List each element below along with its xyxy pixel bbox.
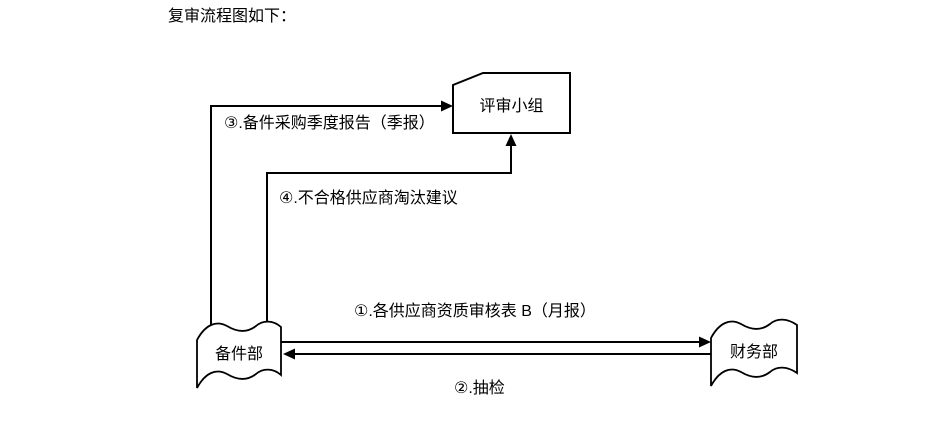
page-title: 复审流程图如下： — [168, 8, 297, 25]
edge-sampling-arrowhead — [283, 348, 295, 360]
spare-parts-dept-node-label: 备件部 — [214, 346, 263, 363]
edge-quarterly-report-arrowhead — [441, 100, 453, 112]
edge-monthly-review-arrowhead — [699, 336, 711, 348]
edge-elimination-suggestion-line — [266, 146, 512, 332]
review-team-node-shape — [452, 72, 571, 134]
spare-parts-dept-node-shape — [196, 320, 282, 389]
edge-elimination-suggestion-arrowhead — [505, 134, 517, 146]
finance-dept-node-shape — [710, 318, 798, 387]
edge-quarterly-report-line — [210, 105, 444, 332]
edge-quarterly-report-label: ③.备件采购季度报告（季报） — [224, 115, 435, 132]
edge-sampling-label: ②.抽检 — [454, 380, 505, 397]
edge-monthly-review-label: ①.各供应商资质审核表 B（月报） — [354, 303, 596, 320]
edge-elimination-suggestion-label: ④.不合格供应商淘汰建议 — [279, 190, 458, 207]
finance-dept-node-label: 财务部 — [729, 344, 778, 361]
review-team-node-label: 评审小组 — [479, 97, 544, 115]
